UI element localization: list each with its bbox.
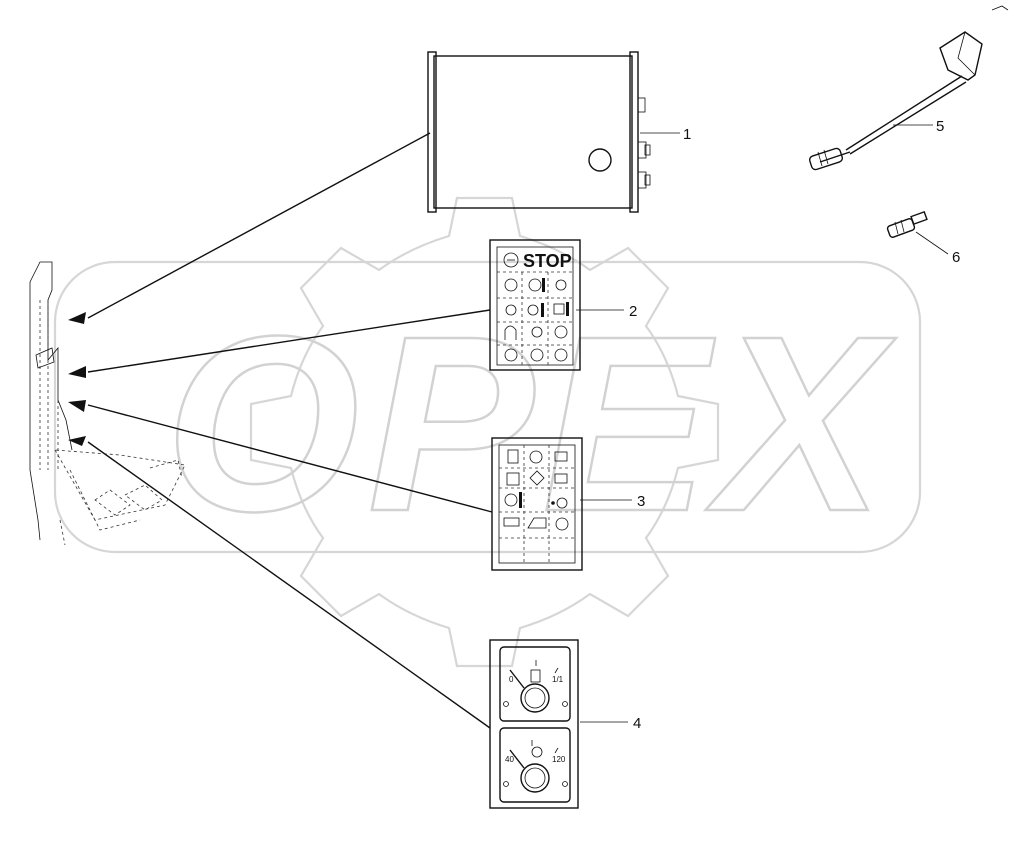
housing-port-icon <box>588 148 612 172</box>
callout-2: 2 <box>629 303 637 320</box>
callout-3: 3 <box>637 493 645 510</box>
corner-mark <box>991 5 1009 11</box>
callout-6: 6 <box>952 249 960 266</box>
callouts: 1 2 3 4 5 6 <box>576 118 960 732</box>
screw-icon <box>503 781 509 787</box>
screw-icon <box>503 701 509 707</box>
filter-icon <box>527 304 539 316</box>
battery-icon <box>503 517 520 527</box>
dashboard-console <box>29 261 186 546</box>
gear-icon <box>555 517 569 531</box>
oil-pressure-icon <box>530 348 544 362</box>
coolant-temperature-icon <box>531 746 543 758</box>
brake-icon <box>556 497 568 509</box>
coolant-temperature-icon <box>529 450 543 464</box>
watermark-gear-outline <box>249 196 720 668</box>
trailer-icon <box>527 517 547 529</box>
stop-octagon-icon <box>503 252 519 268</box>
part-4-gauge-panel[interactable]: 0 1/1 40 120 <box>489 639 579 809</box>
watermark-text: OPEX <box>165 284 897 563</box>
part-5-sensor-cable[interactable] <box>808 31 983 171</box>
brake-icon <box>505 304 517 316</box>
battery-icon <box>554 473 568 484</box>
oil-pressure-icon <box>504 278 518 292</box>
battery-icon <box>553 303 565 315</box>
part-1-housing[interactable] <box>427 51 651 213</box>
filter-icon <box>554 348 568 362</box>
indicator-icons <box>503 449 569 531</box>
fuel-icon <box>507 449 519 464</box>
fuel-icon <box>530 669 541 683</box>
seat-icon <box>504 325 517 340</box>
part-6-connector[interactable] <box>886 210 928 238</box>
warning-icons <box>504 278 569 362</box>
callout-4: 4 <box>633 715 641 732</box>
callout-1: 1 <box>683 126 691 143</box>
part-3-indicator-panel[interactable] <box>491 437 583 571</box>
callout-5: 5 <box>936 118 944 135</box>
part-2-warning-panel[interactable]: STOP <box>489 239 581 371</box>
temp-gauge-max: 120 <box>552 755 566 764</box>
fuel-icon <box>554 325 568 339</box>
coolant-temperature-icon <box>504 493 518 507</box>
fuel-gauge-min: 0 <box>509 675 514 684</box>
oil-pressure-icon <box>529 470 545 486</box>
battery-icon <box>554 451 568 462</box>
watermark: OPEX <box>53 196 922 668</box>
coolant-temperature-icon <box>528 278 542 292</box>
screw-icon <box>562 701 568 707</box>
fuel-gauge: 0 1/1 <box>503 660 568 713</box>
stop-heading: STOP <box>523 251 572 271</box>
screw-icon <box>562 781 568 787</box>
temp-gauge-min: 40 <box>505 755 514 764</box>
assembly-arrows <box>68 132 493 729</box>
temp-gauge: 40 120 <box>503 740 568 793</box>
coolant-temperature-icon <box>504 348 518 362</box>
brake-icon <box>555 279 567 291</box>
filter-icon <box>506 472 520 486</box>
watermark-band <box>53 260 922 554</box>
lamp-icon <box>531 326 543 338</box>
fuel-gauge-max: 1/1 <box>552 675 564 684</box>
